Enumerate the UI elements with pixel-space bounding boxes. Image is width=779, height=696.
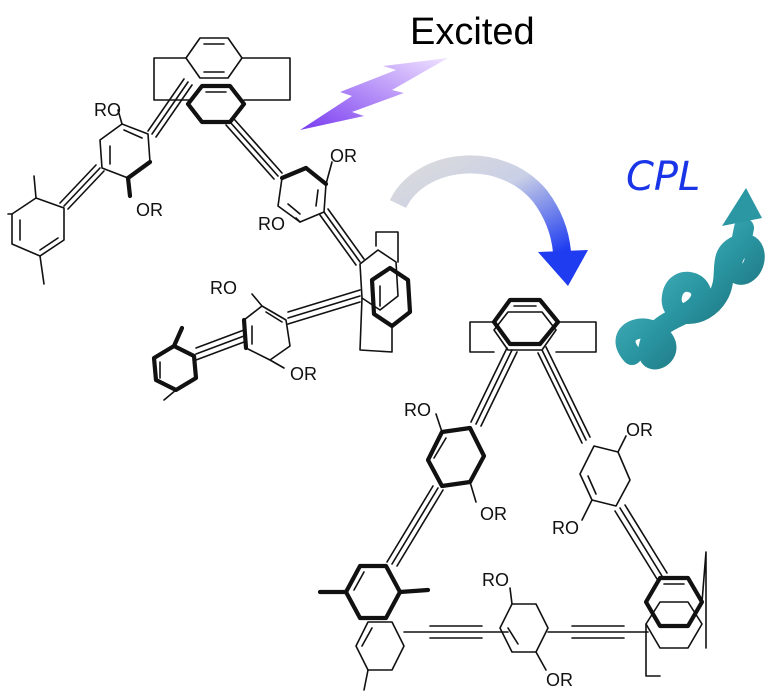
curved-arrow-icon xyxy=(389,155,588,286)
excited-label: Excited xyxy=(410,11,535,53)
left-ro-label-2: RO xyxy=(258,214,285,234)
cpl-label: CPL xyxy=(626,154,700,200)
left-or-label-2: OR xyxy=(330,146,357,166)
left-ro-label-3: RO xyxy=(210,278,237,298)
right-ro-label-2: RO xyxy=(552,518,579,538)
helix-wave-icon xyxy=(615,188,765,370)
cyclic-molecule xyxy=(317,297,707,691)
left-or-label-3: OR xyxy=(290,364,317,384)
right-or-label-3: OR xyxy=(546,670,573,690)
right-ro-label-1: RO xyxy=(404,400,431,420)
lightning-bolt-icon xyxy=(300,58,448,130)
right-ro-label-3: RO xyxy=(482,570,509,590)
right-or-label-1: OR xyxy=(480,504,507,524)
right-or-label-2: OR xyxy=(626,420,653,440)
open-molecule xyxy=(7,37,413,401)
left-ro-label-1: RO xyxy=(94,100,121,120)
left-or-label-1: OR xyxy=(136,200,163,220)
